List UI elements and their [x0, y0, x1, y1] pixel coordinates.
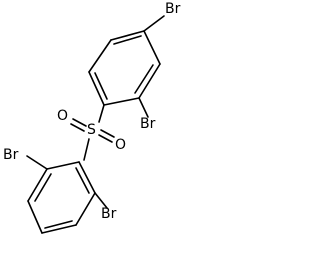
- bond-ring-a-3-inner: [94, 72, 108, 100]
- bond-s-o-left-b: [70, 123, 85, 132]
- bond-ring-b-4-inner: [44, 220, 73, 229]
- bond-s-o-right-a: [100, 129, 115, 138]
- bond-ring-b-2-inner: [34, 173, 52, 202]
- bond-c6prime-br: [94, 192, 108, 209]
- bond-ring-b-4: [41, 224, 77, 234]
- lower-benzene-ring: [26, 155, 108, 234]
- bond-c1-s: [98, 104, 105, 123]
- atom-br-ortho-upper: Br: [140, 116, 156, 132]
- atom-br-lower-right: Br: [101, 206, 117, 222]
- atom-oxygen-left: O: [57, 108, 68, 124]
- bond-ring-b-5: [75, 192, 96, 226]
- bond-s-o-right-b: [98, 134, 113, 143]
- atom-br-top: Br: [165, 1, 181, 17]
- bond-s-c1prime: [83, 138, 90, 161]
- bond-ring-a-3: [88, 71, 105, 106]
- bond-ring-a-4: [103, 97, 140, 106]
- bond-ring-b-3: [27, 200, 43, 234]
- atom-sulfur: S: [87, 122, 96, 138]
- bond-ring-a-1-inner: [113, 35, 142, 45]
- sulfonyl-group: [70, 118, 115, 161]
- bond-ring-a-5-inner: [134, 64, 154, 94]
- atom-oxygen-right: O: [115, 137, 126, 153]
- atom-br-lower-left: Br: [3, 147, 19, 163]
- atom-labels: Br Br S O O Br Br: [3, 1, 181, 222]
- bond-ring-a-6: [143, 30, 161, 65]
- bond-ring-b-6-inner: [75, 167, 90, 194]
- bond-c4-br: [143, 15, 165, 32]
- bond-ring-b-6: [78, 161, 96, 194]
- bond-ring-a-2: [88, 39, 112, 73]
- bond-c2-br: [138, 97, 149, 118]
- bond-ring-b-1: [46, 161, 80, 170]
- bond-ring-a-1: [110, 30, 145, 41]
- bond-ring-b-2: [27, 168, 48, 202]
- chemical-structure: Br Br S O O Br Br: [3, 1, 181, 234]
- upper-benzene-ring: [88, 15, 165, 123]
- bond-ring-a-5: [138, 63, 161, 99]
- bond-c2prime-br: [26, 155, 48, 170]
- bond-s-o-left-a: [72, 118, 87, 127]
